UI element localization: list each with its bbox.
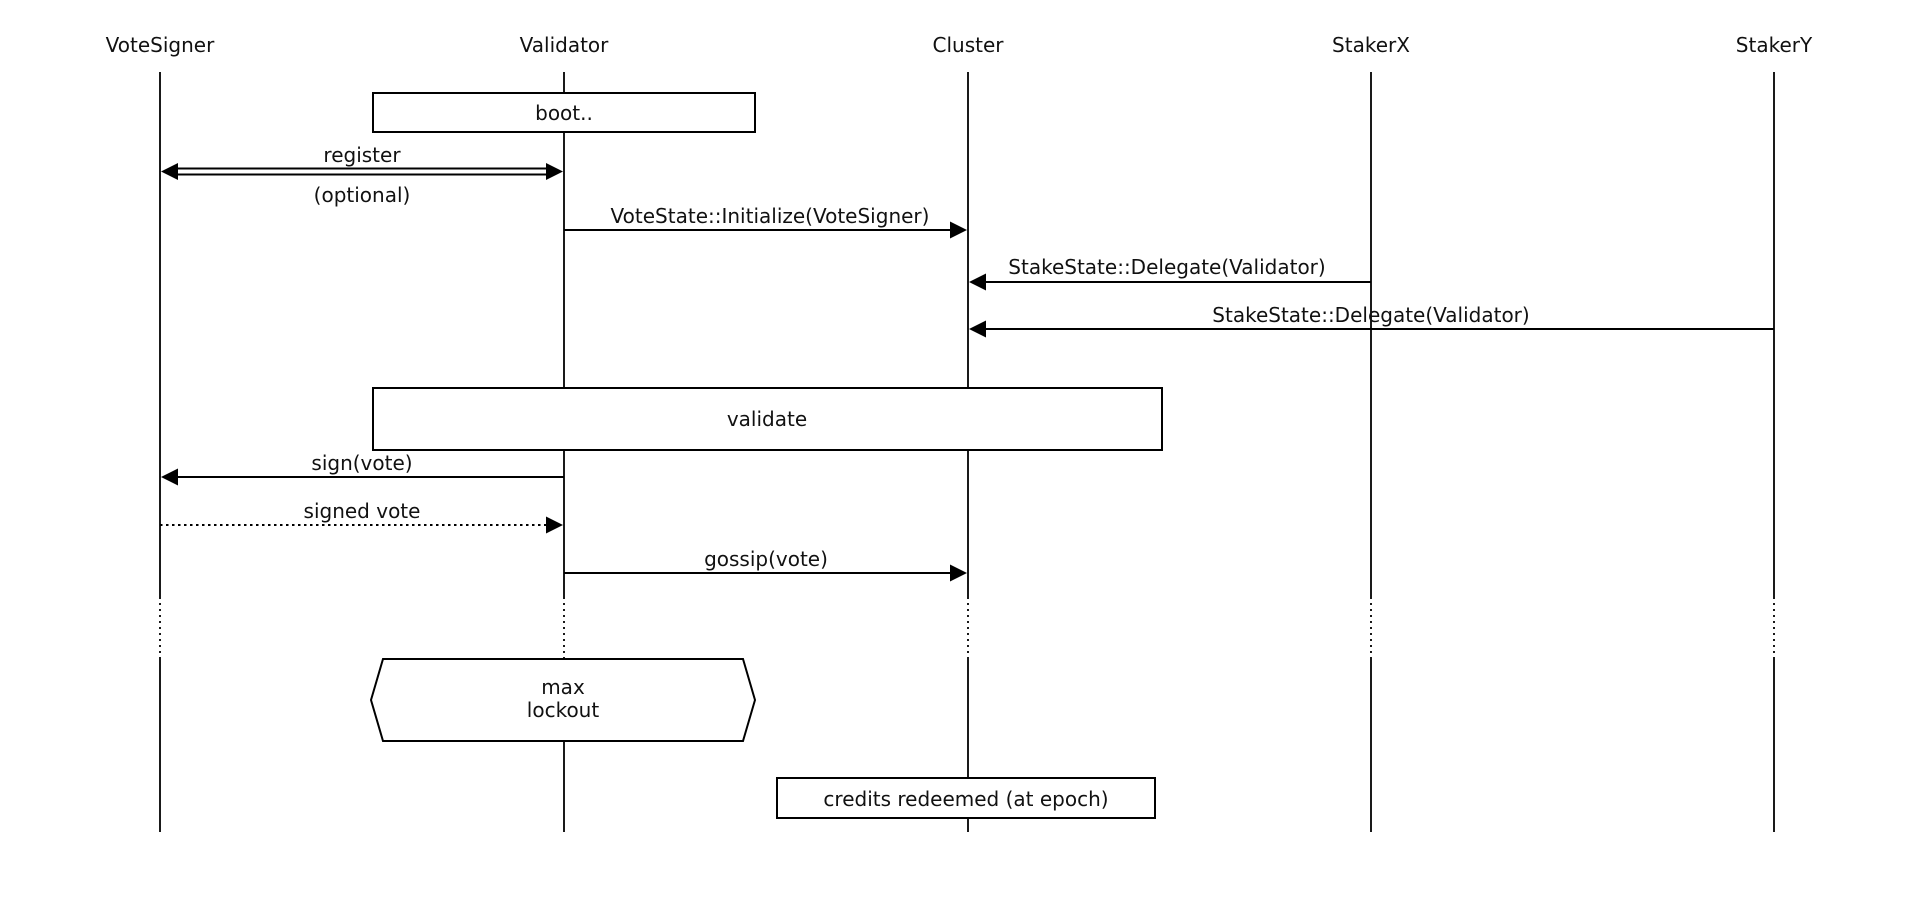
- validate-box: [372, 387, 1163, 451]
- actor-label-votesigner: VoteSigner: [106, 33, 215, 57]
- actor-label-cluster: Cluster: [933, 33, 1005, 57]
- delegate-y-label: StakeState::Delegate(Validator): [1212, 303, 1529, 327]
- max-lockout-hexagon: [369, 658, 757, 742]
- signed-vote-label: signed vote: [304, 499, 421, 523]
- sign-label: sign(vote): [311, 451, 412, 475]
- boot-box-label: boot..: [535, 101, 593, 125]
- gossip-arrow: [564, 564, 967, 582]
- signed-vote-arrow: [160, 516, 563, 534]
- sign-arrow: [161, 468, 564, 486]
- max-lockout-label-line1: max: [541, 675, 585, 699]
- register-arrow: [161, 163, 563, 180]
- boot-box: [372, 92, 756, 133]
- actor-label-validator: Validator: [520, 33, 610, 57]
- actor-label-stakerx: StakerX: [1332, 33, 1410, 57]
- register-note: (optional): [314, 183, 411, 207]
- max-lockout-label-line2: lockout: [527, 698, 600, 722]
- actor-label-stakery: StakerY: [1736, 33, 1813, 57]
- delegate-x-label: StakeState::Delegate(Validator): [1008, 255, 1325, 279]
- register-label: register: [323, 143, 401, 167]
- vote-init-label: VoteState::Initialize(VoteSigner): [611, 204, 930, 228]
- gossip-label: gossip(vote): [704, 547, 828, 571]
- credits-box: [776, 777, 1156, 819]
- credits-box-label: credits redeemed (at epoch): [823, 787, 1108, 811]
- delegate-y-arrow: [969, 320, 1774, 338]
- validate-box-label: validate: [727, 407, 807, 431]
- vote-init-arrow: [564, 221, 967, 239]
- delegate-x-arrow: [969, 273, 1371, 291]
